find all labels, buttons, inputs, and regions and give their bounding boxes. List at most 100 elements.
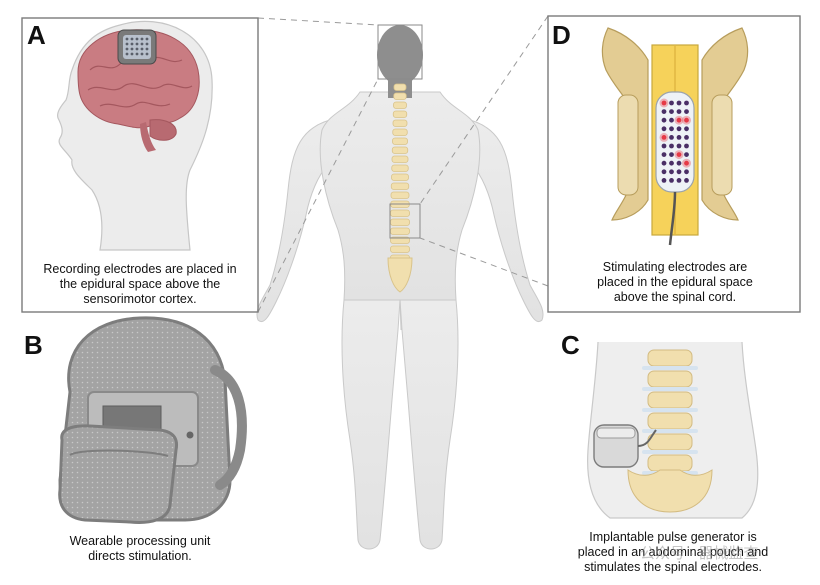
spinal-electrode bbox=[661, 109, 667, 114]
spinal-electrode bbox=[669, 178, 674, 183]
brain-icon bbox=[57, 20, 213, 251]
spinal-electrode bbox=[669, 152, 674, 158]
cortical-electrode bbox=[140, 52, 144, 56]
watermark: 公众号 · 器械监查 bbox=[640, 545, 759, 562]
spinal-electrode bbox=[676, 160, 682, 166]
cortical-electrode bbox=[135, 42, 139, 46]
caption-a: Recording electrodes are placed in the e… bbox=[24, 262, 256, 307]
spinal-electrode bbox=[684, 160, 689, 166]
vertebra bbox=[390, 209, 410, 217]
caption-c-line-1: Implantable pulse generator is bbox=[589, 530, 757, 544]
cortical-electrode bbox=[145, 42, 149, 46]
cortical-electrode bbox=[125, 37, 129, 41]
panel-d-frame bbox=[547, 15, 801, 313]
caption-d-line-2: placed in the epidural space bbox=[597, 275, 753, 289]
caption-c-line-2: placed in an abdominal pouch and bbox=[577, 545, 769, 559]
cortical-electrode bbox=[130, 42, 134, 46]
spinal-electrode bbox=[676, 178, 682, 183]
panel-letter-c: C bbox=[561, 330, 580, 360]
caption-d: Stimulating electrodes are placed in the… bbox=[560, 260, 790, 305]
cortical-electrode bbox=[135, 47, 139, 51]
spinal-electrode bbox=[676, 126, 682, 132]
caption-a-line-3: sensorimotor cortex. bbox=[83, 292, 197, 306]
vertebra bbox=[393, 101, 407, 109]
vertebra bbox=[390, 227, 410, 235]
spinal-electrode bbox=[661, 143, 667, 149]
caption-b-line-2: directs stimulation. bbox=[88, 549, 192, 563]
panel-letter-a: A bbox=[27, 20, 46, 50]
panel-letter-b: B bbox=[24, 330, 43, 360]
spinal-electrode bbox=[661, 100, 667, 106]
intervertebral-disc bbox=[642, 429, 698, 433]
spinal-electrode bbox=[669, 100, 674, 106]
connector-lines bbox=[257, 15, 549, 313]
caption-a-line-1: Recording electrodes are placed in bbox=[43, 262, 237, 276]
vertebra bbox=[390, 245, 410, 253]
spinal-electrode bbox=[669, 109, 674, 114]
vertebra bbox=[392, 110, 408, 118]
pelvis-sacrum bbox=[387, 257, 413, 293]
lumbar-vertebra bbox=[647, 370, 693, 388]
spinal-electrode bbox=[684, 169, 689, 175]
cortical-electrode bbox=[145, 37, 149, 41]
cortical-electrode bbox=[135, 37, 139, 41]
vertebra bbox=[392, 137, 408, 145]
lumbar-vertebra bbox=[647, 412, 693, 430]
intervertebral-disc bbox=[642, 450, 698, 454]
spinal-electrode bbox=[684, 126, 689, 132]
vertebra bbox=[392, 128, 408, 136]
spinal-electrode bbox=[684, 117, 689, 123]
spinal-electrode bbox=[684, 109, 689, 114]
lumbar-vertebra bbox=[647, 454, 693, 472]
caption-b: Wearable processing unit directs stimula… bbox=[40, 534, 240, 564]
spinal-electrode bbox=[676, 143, 682, 149]
spinal-electrode bbox=[684, 135, 689, 140]
lumbar-vertebra bbox=[647, 349, 693, 367]
cortical-electrode bbox=[125, 47, 129, 51]
electrode-array-icon bbox=[601, 27, 749, 246]
spinal-electrode bbox=[669, 117, 674, 123]
cortical-electrode bbox=[125, 52, 129, 56]
cortical-electrode bbox=[130, 37, 134, 41]
vertebra bbox=[390, 218, 410, 226]
intervertebral-disc bbox=[642, 387, 698, 391]
caption-c: Implantable pulse generator is placed in… bbox=[560, 530, 786, 575]
vertebra bbox=[393, 92, 407, 100]
cortical-electrode bbox=[125, 42, 129, 46]
lumbar-vertebra bbox=[647, 433, 693, 451]
spine-highlight-box bbox=[389, 203, 421, 239]
spinal-electrode bbox=[669, 135, 674, 140]
spinal-electrode bbox=[661, 117, 667, 123]
panel-letter-d: D bbox=[552, 20, 571, 50]
cortical-electrode bbox=[140, 47, 144, 51]
cortical-electrode bbox=[130, 52, 134, 56]
spinal-electrode bbox=[669, 160, 674, 166]
vertebra bbox=[390, 236, 410, 244]
panel-a-frame bbox=[21, 17, 259, 313]
spinal-electrode bbox=[661, 126, 667, 132]
spinal-electrode bbox=[669, 143, 674, 149]
vertebra bbox=[392, 119, 408, 127]
intervertebral-disc bbox=[642, 366, 698, 370]
spinal-electrode bbox=[669, 126, 674, 132]
backpack-icon bbox=[58, 316, 247, 524]
cortical-electrode bbox=[130, 47, 134, 51]
vertebra bbox=[390, 191, 410, 199]
caption-d-line-1: Stimulating electrodes are bbox=[602, 260, 748, 274]
pulse-generator-icon bbox=[587, 341, 759, 519]
vertebra bbox=[390, 182, 410, 190]
cortical-electrode bbox=[140, 42, 144, 46]
spinal-electrode bbox=[684, 100, 689, 106]
spinal-electrode bbox=[661, 152, 667, 158]
spinal-electrode bbox=[684, 152, 689, 158]
spinal-electrode bbox=[676, 109, 682, 114]
cortical-electrode bbox=[145, 47, 149, 51]
caption-c-line-3: stimulates the spinal electrodes. bbox=[584, 560, 762, 574]
spinal-electrode bbox=[676, 135, 682, 140]
vertebra bbox=[391, 155, 409, 163]
lumbar-vertebra bbox=[647, 391, 693, 409]
head-highlight-box bbox=[377, 24, 423, 80]
vertebra bbox=[391, 164, 409, 172]
spinal-electrode bbox=[661, 135, 667, 140]
